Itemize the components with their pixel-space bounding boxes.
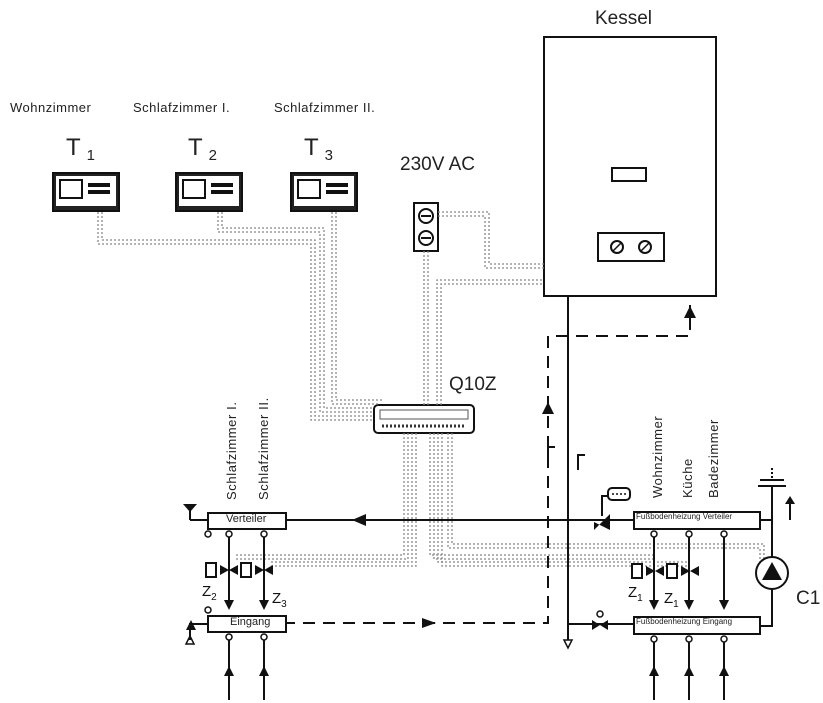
manifold-label: Fußbodenheizung Verteiler xyxy=(636,512,733,521)
left-circuit-label: Schlafzimmer II. xyxy=(256,397,271,500)
thermostat-room-label: Wohnzimmer xyxy=(10,100,92,115)
boiler xyxy=(543,36,717,297)
controller-q10z xyxy=(373,404,475,434)
valve-label: Z1 xyxy=(628,584,643,604)
control-wiring xyxy=(97,211,765,570)
pump-c1 xyxy=(755,556,789,590)
boiler-control-panel xyxy=(597,232,665,262)
right-circuit-label: Badezimmer xyxy=(706,419,721,498)
manifold-label: Verteiler xyxy=(226,513,267,525)
right-circuit-label: Wohnzimmer xyxy=(650,415,665,498)
pump-label: C1 xyxy=(796,588,821,609)
left-circuit-label: Schlafzimmer I. xyxy=(224,401,239,500)
thermostat-t2 xyxy=(175,172,243,212)
manifold-label: Fußbodenheizung Eingang xyxy=(636,617,733,626)
right-zone-valves xyxy=(592,487,699,630)
thermostat-room-label: Schlafzimmer II. xyxy=(274,100,376,115)
right-circuit-label: Küche xyxy=(680,458,695,498)
boiler-display-icon xyxy=(611,167,647,182)
supply-pipes xyxy=(189,296,773,627)
return-flow-lines xyxy=(283,305,691,624)
thermostat-room-label: Schlafzimmer I. xyxy=(133,100,231,115)
power-outlet xyxy=(413,202,439,252)
power-label: 230V AC xyxy=(400,154,475,175)
valve-label: Z1 xyxy=(664,590,679,610)
thermostat-t1 xyxy=(52,172,120,212)
valve-label: Z2 xyxy=(202,583,217,603)
manifold-label: Eingang xyxy=(230,616,271,628)
left-zone-valves xyxy=(205,562,273,578)
valve-label: Z3 xyxy=(272,590,287,610)
boiler-label: Kessel xyxy=(595,8,653,29)
right-manifolds xyxy=(633,511,761,643)
thermostat-t3 xyxy=(290,172,358,212)
controller-label: Q10Z xyxy=(449,374,497,395)
